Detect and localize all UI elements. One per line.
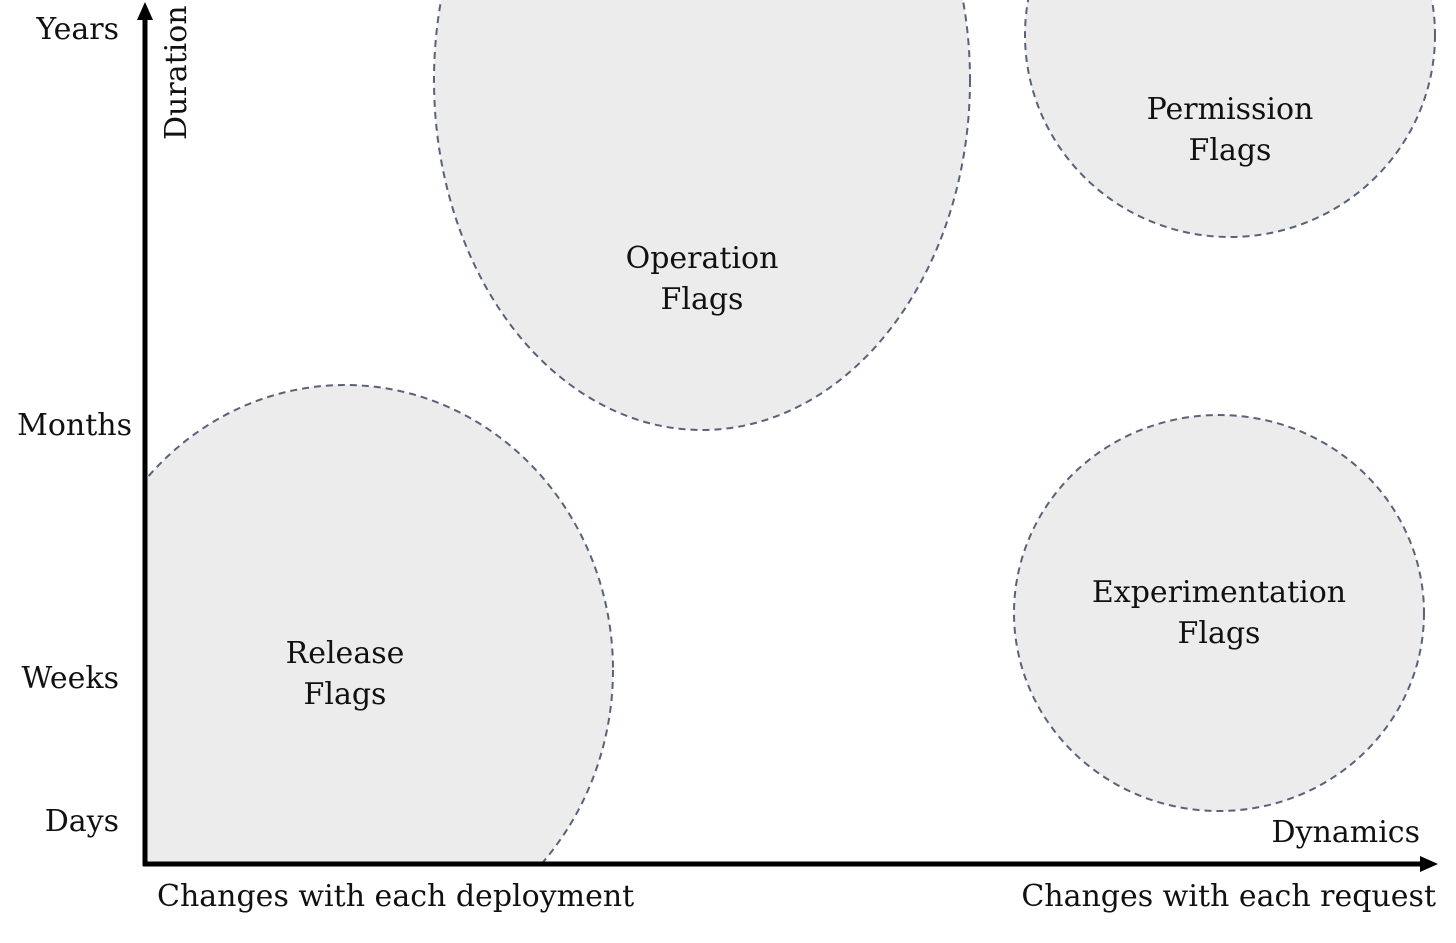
x-axis-title: Dynamics	[1272, 815, 1420, 850]
y-axis-title: Duration	[159, 5, 194, 140]
y-tick-days: Days	[45, 804, 119, 839]
y-axis-arrowhead	[137, 2, 153, 20]
y-tick-weeks: Weeks	[22, 661, 119, 696]
x-label-request: Changes with each request	[1021, 879, 1436, 914]
release-flags-region	[145, 384, 614, 864]
release-flags-label-line2: Flags	[304, 677, 387, 712]
x-axis-arrowhead	[1420, 856, 1438, 872]
y-tick-years: Years	[35, 12, 119, 47]
operation-flags-label-line2: Flags	[661, 282, 744, 317]
experimentation-flags-region	[1013, 414, 1425, 812]
y-tick-months: Months	[17, 408, 132, 443]
release-flags-label-line1: Release	[286, 636, 405, 671]
x-label-deployment: Changes with each deployment	[157, 879, 634, 914]
operation-flags-region	[433, 0, 971, 431]
experimentation-flags-label-line2: Flags	[1178, 616, 1261, 651]
operation-flags-label-line1: Operation	[626, 241, 779, 276]
permission-flags-label-line1: Permission	[1147, 92, 1314, 127]
experimentation-flags-label-line1: Experimentation	[1092, 575, 1346, 610]
permission-flags-label-line2: Flags	[1189, 133, 1272, 168]
permission-flags-region	[1024, 0, 1436, 238]
